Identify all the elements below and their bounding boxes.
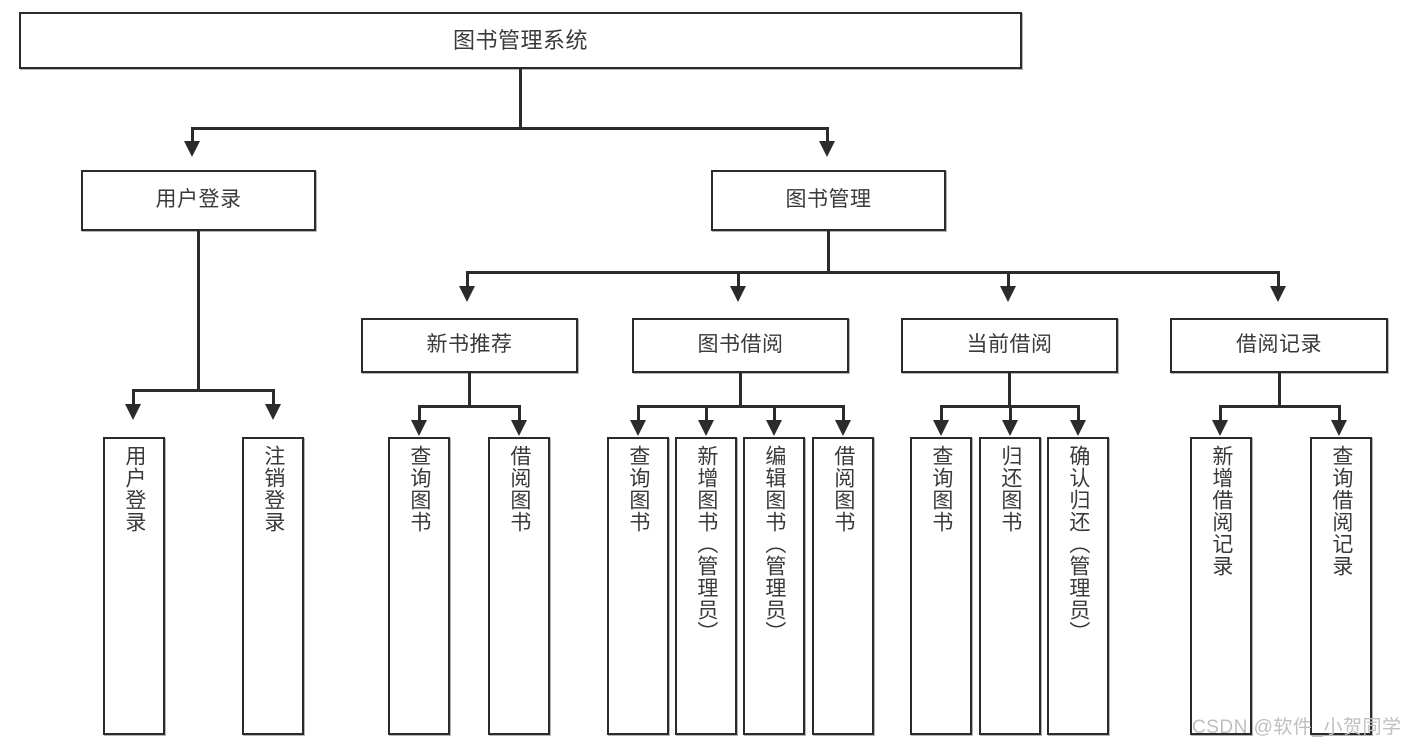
node-label: 归还图书 [998, 445, 1022, 533]
edge-borrow-record-bus [1219, 405, 1341, 408]
leaf-nb-query-book[interactable]: 查询图书 [388, 437, 450, 735]
edge-drop-br-add [1219, 405, 1222, 421]
node-label: 查询借阅记录 [1329, 445, 1353, 577]
edge-drop-nb-borrow [518, 405, 521, 421]
edge-drop-book-manage [826, 127, 829, 145]
node-borrow-record[interactable]: 借阅记录 [1170, 318, 1388, 373]
node-label: 查询图书 [929, 445, 953, 533]
edge-book-manage-stem [827, 231, 830, 273]
edge-drop-borrow-record [1277, 271, 1280, 289]
leaf-logout[interactable]: 注销登录 [242, 437, 304, 735]
node-label: 用户登录 [155, 188, 242, 212]
csdn-watermark: CSDN @软件_小贺同学 [1192, 717, 1402, 738]
arrow-to-leaf-logout [265, 404, 281, 420]
node-root-system[interactable]: 图书管理系统 [19, 12, 1022, 69]
node-label: 编辑图书（管理员） [762, 445, 786, 643]
node-label: 查询图书 [626, 445, 650, 533]
node-label: 图书管理 [785, 188, 872, 212]
leaf-cb-query-book[interactable]: 查询图书 [910, 437, 972, 735]
arrow-to-current-borrow [1000, 286, 1016, 302]
edge-book-manage-bus [466, 271, 1280, 274]
node-label: 新增借阅记录 [1209, 445, 1233, 577]
node-new-book-recommend[interactable]: 新书推荐 [361, 318, 578, 373]
leaf-bb-borrow-book[interactable]: 借阅图书 [812, 437, 874, 735]
leaf-bb-add-book[interactable]: 新增图书（管理员） [675, 437, 737, 735]
node-label: 图书借阅 [697, 333, 784, 357]
edge-drop-user-login [191, 127, 194, 145]
arrow-to-new-book [459, 286, 475, 302]
arrow-to-bb-borrow [835, 420, 851, 436]
node-label: 新增图书（管理员） [694, 445, 718, 643]
node-label: 当前借阅 [966, 333, 1053, 357]
node-label: 查询图书 [407, 445, 431, 533]
edge-drop-bb-borrow [842, 405, 845, 421]
node-label: 借阅图书 [831, 445, 855, 533]
edge-root-stem [519, 69, 522, 129]
edge-drop-leaf-user-login [132, 389, 135, 407]
edge-new-book-stem [468, 373, 471, 407]
edge-drop-nb-query [418, 405, 421, 421]
node-user-login[interactable]: 用户登录 [81, 170, 316, 231]
edge-drop-book-borrow [737, 271, 740, 289]
arrow-to-cb-confirm [1070, 420, 1086, 436]
arrow-to-cb-return [1002, 420, 1018, 436]
node-label: 新书推荐 [426, 333, 513, 357]
leaf-cb-return-book[interactable]: 归还图书 [979, 437, 1041, 735]
leaf-bb-edit-book[interactable]: 编辑图书（管理员） [743, 437, 805, 735]
edge-drop-current-borrow [1007, 271, 1010, 289]
edge-user-login-stem [197, 231, 200, 391]
leaf-br-add-record[interactable]: 新增借阅记录 [1190, 437, 1252, 735]
arrow-to-bb-query [630, 420, 646, 436]
arrow-to-cb-query [933, 420, 949, 436]
edge-user-login-bus [132, 389, 275, 392]
edge-drop-cb-confirm [1077, 405, 1080, 421]
edge-drop-bb-add [705, 405, 708, 421]
edge-root-bus [191, 127, 829, 130]
node-current-borrow[interactable]: 当前借阅 [901, 318, 1118, 373]
edge-borrow-record-stem [1278, 373, 1281, 407]
arrow-to-book-manage [819, 141, 835, 157]
leaf-br-query-record[interactable]: 查询借阅记录 [1310, 437, 1372, 735]
arrow-to-br-add [1212, 420, 1228, 436]
arrow-to-nb-query [411, 420, 427, 436]
arrow-to-nb-borrow [511, 420, 527, 436]
edge-book-borrow-bus [637, 405, 845, 408]
arrow-to-leaf-user-login [125, 404, 141, 420]
edge-drop-cb-query [940, 405, 943, 421]
edge-drop-br-query [1338, 405, 1341, 421]
arrow-to-br-query [1331, 420, 1347, 436]
arrow-to-book-borrow [730, 286, 746, 302]
arrow-to-bb-edit [766, 420, 782, 436]
leaf-nb-borrow-book[interactable]: 借阅图书 [488, 437, 550, 735]
node-label: 图书管理系统 [452, 27, 588, 53]
edge-drop-bb-edit [773, 405, 776, 421]
node-label: 注销登录 [261, 445, 285, 533]
edge-book-borrow-stem [739, 373, 742, 407]
arrow-to-borrow-record [1270, 286, 1286, 302]
node-label: 确认归还（管理员） [1066, 445, 1090, 643]
leaf-user-login[interactable]: 用户登录 [103, 437, 165, 735]
edge-drop-bb-query [637, 405, 640, 421]
node-book-management[interactable]: 图书管理 [711, 170, 946, 231]
node-label: 借阅图书 [507, 445, 531, 533]
edge-current-borrow-stem [1008, 373, 1011, 407]
edge-new-book-bus [418, 405, 521, 408]
arrow-to-user-login [184, 141, 200, 157]
edge-drop-leaf-logout [272, 389, 275, 407]
node-label: 借阅记录 [1236, 333, 1322, 357]
leaf-bb-query-book[interactable]: 查询图书 [607, 437, 669, 735]
edge-drop-new-book [466, 271, 469, 289]
leaf-cb-confirm-return[interactable]: 确认归还（管理员） [1047, 437, 1109, 735]
node-label: 用户登录 [122, 445, 146, 533]
edge-drop-cb-return [1009, 405, 1012, 421]
arrow-to-bb-add [698, 420, 714, 436]
node-book-borrow[interactable]: 图书借阅 [632, 318, 849, 373]
